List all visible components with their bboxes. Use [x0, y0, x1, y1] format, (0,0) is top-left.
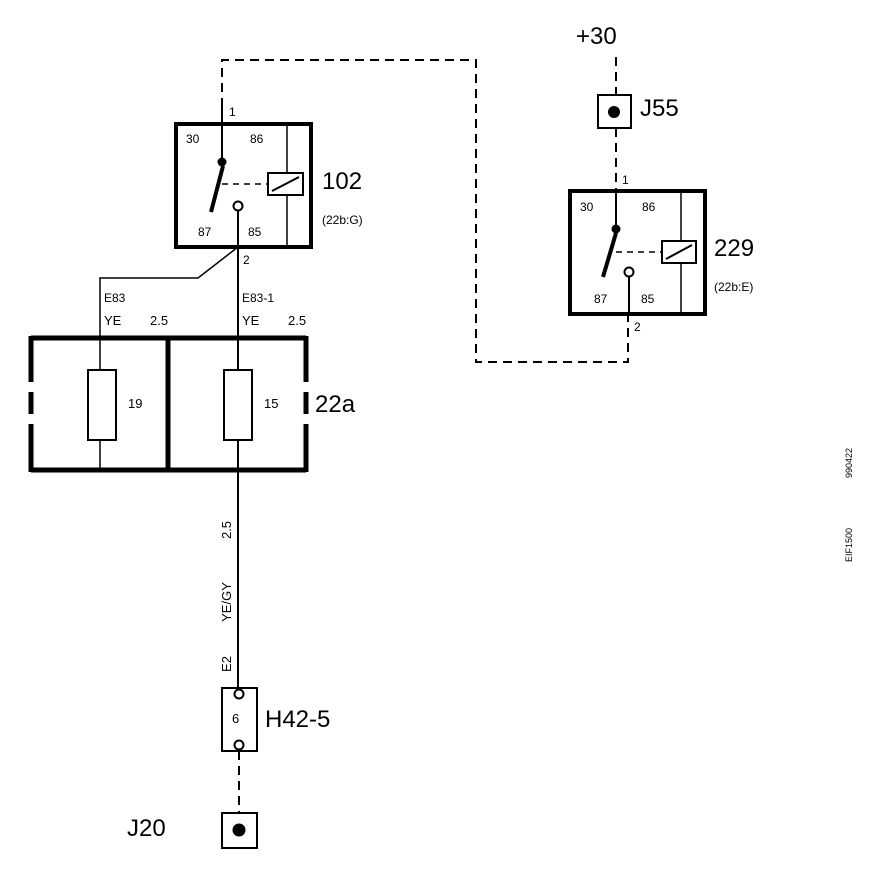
wire-e2-color: YE/GY	[219, 582, 234, 622]
fuse-15	[223, 369, 253, 441]
wire-e83-id: E83	[104, 291, 126, 305]
relay-102-label: 102	[322, 168, 362, 195]
relay-229-label: 229	[714, 235, 754, 262]
connector-j20-label: J20	[127, 815, 166, 842]
relay-229-housing	[568, 189, 707, 316]
connector-j20-contact	[232, 823, 246, 837]
drawing-code-b: EIF1500	[844, 528, 854, 562]
relay-102-pin-30: 30	[186, 132, 200, 146]
wire-e2-id: E2	[219, 656, 234, 672]
relay-102-out-pin: 2	[243, 253, 250, 267]
connector-h42-5: 6 H42-5	[221, 687, 330, 752]
dashed-control-wire-loop	[221, 59, 629, 363]
relay-102-pin-86: 86	[250, 132, 264, 146]
relay-229-pin-85: 85	[641, 292, 655, 306]
wire-e83-color: YE	[104, 313, 122, 328]
connector-h42-5-label: H42-5	[265, 706, 330, 733]
relay-229-pin-30: 30	[580, 200, 594, 214]
fusebox-label: 22a	[315, 391, 356, 418]
relay-229-contact	[623, 266, 635, 278]
wire-e83-1-color: YE	[242, 313, 260, 328]
connector-j55-label: J55	[640, 95, 679, 122]
relay-102-pin-87: 87	[198, 225, 212, 239]
relay-102: 1 30 86 87 85 102 (22b:G) 2	[174, 105, 363, 267]
relay-229-in-pin: 1	[622, 173, 629, 187]
relay-102-contact	[232, 200, 244, 212]
relay-229-pin-86: 86	[642, 200, 656, 214]
fuse-15-label: 15	[264, 396, 278, 411]
relay-102-in-pin: 1	[229, 105, 236, 119]
relay-102-housing	[174, 122, 313, 249]
connector-j55-contact	[608, 106, 620, 118]
relay-102-switch-arm	[209, 165, 225, 213]
fuse-19	[87, 369, 117, 441]
relay-102-ref: (22b:G)	[322, 213, 363, 227]
relay-229: 1 30 86 87 85 229 (22b:E) 2	[568, 173, 754, 334]
connector-h42-5-pin: 6	[232, 711, 239, 726]
relay-229-out-pin: 2	[634, 320, 641, 334]
relay-229-ref: (22b:E)	[714, 280, 753, 294]
drawing-code-a: 990422	[844, 448, 854, 478]
wire-e83-size: 2.5	[150, 313, 168, 328]
wire-e2-size: 2.5	[219, 521, 234, 539]
fusebox-22a: 19 15 22a	[28, 335, 356, 473]
wire-e83-1-id: E83-1	[242, 291, 274, 305]
relay-229-pin-87: 87	[594, 292, 608, 306]
supply-label: +30	[576, 23, 617, 50]
fuse-19-label: 19	[128, 396, 142, 411]
relay-102-pin-85: 85	[248, 225, 262, 239]
relay-229-switch-arm	[601, 232, 618, 278]
wire-e83-1-size: 2.5	[288, 313, 306, 328]
